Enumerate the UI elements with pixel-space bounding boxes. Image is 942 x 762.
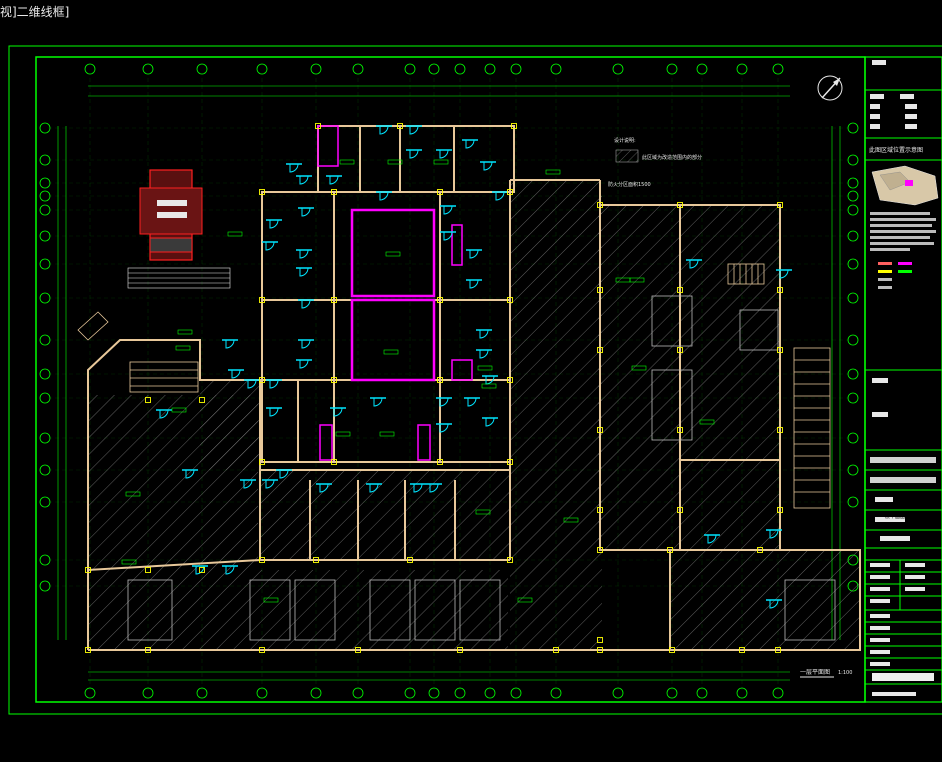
grid-bubble-icon [847, 230, 859, 242]
grid-bubble-icon [196, 63, 208, 75]
grid-bubble-icon [39, 177, 51, 189]
key-plan-title: 此图区域位置示意图 [869, 146, 923, 154]
grid-bubble-icon [847, 204, 859, 216]
grid-bubble-icon [666, 63, 678, 75]
hatched-regions [88, 180, 860, 650]
grid-bubble-icon [39, 154, 51, 166]
grid-bubble-icon [550, 687, 562, 699]
grid-bubble-icon [352, 63, 364, 75]
grid-bubble-icon [454, 63, 466, 75]
grid-bubble-icon [39, 230, 51, 242]
grid-bubble-icon [404, 687, 416, 699]
grid-bubble-icon [736, 63, 748, 75]
grid-bubble-icon [352, 687, 364, 699]
sheet-title: 一层平面图 [800, 669, 830, 676]
equipment-blocks [127, 295, 836, 641]
grid-bubble-icon [696, 63, 708, 75]
grid-bubble-icon [550, 63, 562, 75]
grid-bubble-icon [847, 464, 859, 476]
grid-bubble-icon [404, 63, 416, 75]
grid-bubble-icon [428, 63, 440, 75]
key-plan-notes [870, 212, 936, 289]
grid-bubble-icon [510, 687, 522, 699]
grid-bubble-icon [39, 292, 51, 304]
grid-bubble-icon [39, 496, 51, 508]
grid-bubble-icon [696, 687, 708, 699]
stair-icon [77, 263, 831, 509]
dimension-lines-bottom [88, 671, 790, 681]
grid-bubble-icon [39, 368, 51, 380]
legend-hatch-swatch [615, 149, 639, 163]
grid-bubble-icon [39, 464, 51, 476]
grid-bubble-icon [310, 63, 322, 75]
grid-bubble-icon [256, 63, 268, 75]
grid-bubble-icon [84, 63, 96, 75]
red-detail-plan [127, 169, 231, 289]
elevation-tags [121, 159, 715, 603]
grid-bubble-icon [39, 580, 51, 592]
dimension-lines-top [88, 85, 790, 97]
grid-bubble-icon [84, 687, 96, 699]
grid-bubble-icon [772, 63, 784, 75]
legend-line-2: 防火分区面积1500 [608, 181, 651, 188]
grid-bubble-icon [142, 63, 154, 75]
grid-bubble-icon [847, 292, 859, 304]
grid-bubble-icon [39, 258, 51, 270]
grid-bubble-icon [142, 687, 154, 699]
viewport-label[interactable]: 视]二维线框] [0, 5, 70, 19]
grid-bubble-icon [772, 687, 784, 699]
grid-bubble-icon [847, 258, 859, 270]
grid-bubble-icon [847, 334, 859, 346]
columns [85, 123, 783, 653]
title-block-sheet-name: 一层平面图 [880, 514, 905, 520]
grid-bubble-icon [39, 554, 51, 566]
grid-bubble-icon [484, 687, 496, 699]
door-swing-icons [156, 125, 792, 609]
grid-bubble-icon [847, 368, 859, 380]
sheet-title-block: 一层平面图 1:100 一层平面图 [800, 514, 905, 678]
grid-bubble-icon [847, 122, 859, 134]
grid-bubble-icon [428, 687, 440, 699]
scale-label: 1:100 [838, 670, 852, 676]
dimension-lines-left [57, 126, 67, 640]
grid-bubble-icon [39, 122, 51, 134]
grid-bubble-icon [847, 177, 859, 189]
grid-bubble-icon [39, 432, 51, 444]
key-plan-map [871, 165, 939, 206]
paper-frame-outer [8, 45, 942, 715]
legend-title: 设计说明: [614, 137, 636, 144]
grid-bubble-icon [39, 204, 51, 216]
grid-bubble-icon [847, 392, 859, 404]
grid-bubble-icon [454, 687, 466, 699]
grid-bubble-icon [39, 392, 51, 404]
grid-bubble-icon [39, 190, 51, 202]
title-block[interactable]: 此图区域位置示意图 [864, 56, 942, 703]
legend-line-1: 此区域为改造范围内的部分 [642, 154, 702, 161]
grid-bubble-icon [847, 496, 859, 508]
grid-bubble-icon [736, 687, 748, 699]
grid-bubble-icon [612, 687, 624, 699]
grid-bubble-icon [847, 190, 859, 202]
grid-bubble-icon [256, 687, 268, 699]
legend[interactable]: 设计说明: 此区域为改造范围内的部分 防火分区面积1500 [608, 137, 702, 188]
grid-bubble-icon [39, 334, 51, 346]
grid-bubble-icon [847, 154, 859, 166]
grid-bubble-icon [612, 63, 624, 75]
grid-bubble-icon [666, 687, 678, 699]
grid-bubble-icon [196, 687, 208, 699]
grid-bubble-icon [847, 432, 859, 444]
grid-bubble-icon [510, 63, 522, 75]
north-arrow-icon [817, 75, 843, 101]
central-halls [317, 125, 473, 461]
grid-bubble-icon [484, 63, 496, 75]
grid-bubble-icon [310, 687, 322, 699]
